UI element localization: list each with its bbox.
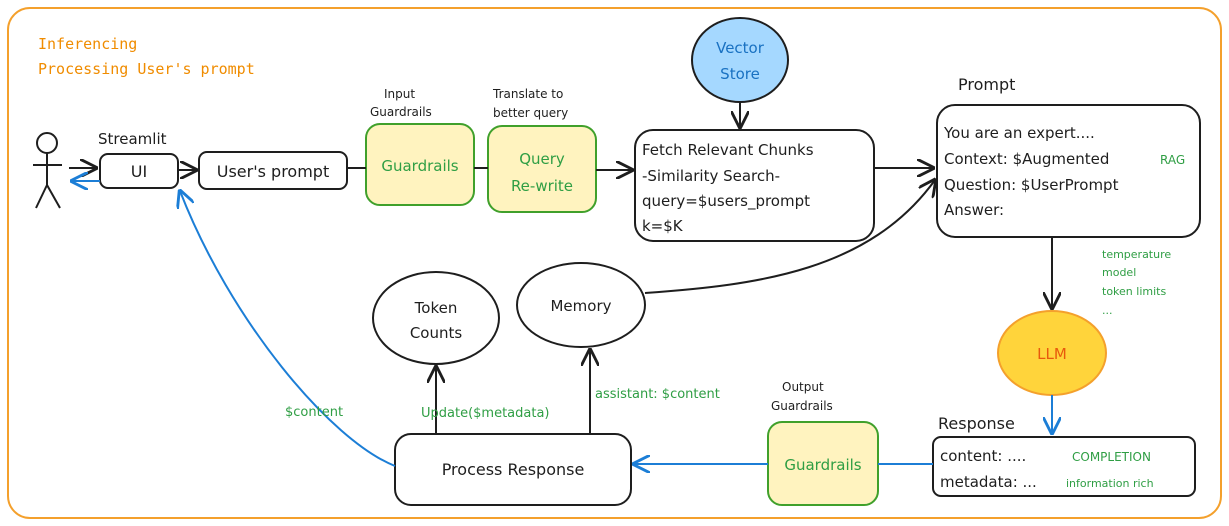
llm-param-temperature: temperature [1102, 248, 1171, 261]
process-response-label: Process Response [442, 460, 585, 479]
users-prompt-label: User's prompt [217, 162, 329, 181]
prompt-line-3: Question: $UserPrompt [944, 176, 1119, 194]
ui-label: UI [131, 162, 147, 181]
fetch-chunks-box[interactable] [634, 129, 875, 242]
fetch-line-1: Fetch Relevant Chunks [642, 141, 814, 159]
token-counts-label-2: Counts [410, 324, 463, 342]
edge-label-content: $content [285, 405, 343, 420]
title-line-1: Inferencing [38, 35, 137, 53]
fetch-line-3: query=$users_prompt [642, 192, 810, 211]
vector-store-node[interactable] [691, 17, 789, 103]
arrow-process-to-ui [180, 191, 396, 467]
process-response-box[interactable] [394, 433, 632, 506]
vector-store-label-1: Vector [716, 39, 765, 57]
query-rewrite-label-2: Re-write [511, 177, 573, 195]
arrow-memory-to-prompt [644, 180, 935, 294]
prompt-line-1: You are an expert.... [943, 124, 1095, 142]
memory-label: Memory [550, 297, 611, 315]
token-counts-label-1: Token [414, 299, 458, 317]
fetch-line-2: -Similarity Search- [642, 167, 780, 185]
prompt-header: Prompt [958, 75, 1015, 94]
fetch-line-4: k=$K [642, 217, 684, 235]
translate-caption-2: better query [493, 106, 568, 120]
llm-param-model: model [1102, 266, 1136, 279]
streamlit-label: Streamlit [98, 130, 167, 148]
prompt-box[interactable] [936, 104, 1201, 238]
response-metadata: metadata: ... [940, 473, 1037, 491]
input-guardrails-box[interactable] [365, 123, 475, 206]
llm-param-ellipsis: ... [1102, 304, 1113, 317]
llm-param-token-limits: token limits [1102, 285, 1166, 298]
output-guardrails-label: Guardrails [784, 456, 861, 474]
query-rewrite-label-1: Query [519, 150, 565, 168]
response-header: Response [938, 414, 1015, 433]
user-figure-icon [33, 132, 62, 209]
input-guardrails-caption-1: Input [384, 87, 415, 101]
input-guardrails-caption-2: Guardrails [370, 105, 432, 119]
response-content: content: .... [940, 447, 1026, 465]
title-line-2: Processing User's prompt [38, 60, 255, 78]
vector-store-label-2: Store [720, 65, 760, 83]
prompt-line-4: Answer: [944, 201, 1004, 219]
response-info-tag: information rich [1066, 477, 1154, 490]
translate-caption-1: Translate to [492, 87, 563, 101]
response-box[interactable] [932, 436, 1196, 497]
query-rewrite-box[interactable] [487, 125, 597, 213]
users-prompt-box[interactable] [198, 151, 348, 190]
token-counts-node[interactable] [372, 271, 500, 365]
output-guardrails-caption-2: Guardrails [771, 399, 833, 413]
output-guardrails-caption-1: Output [782, 380, 824, 394]
prompt-rag-tag: RAG [1160, 153, 1185, 167]
edge-label-update-metadata: Update($metadata) [421, 406, 550, 421]
llm-label: LLM [1037, 345, 1067, 363]
memory-node[interactable] [516, 262, 646, 348]
edge-label-assistant-content: assistant: $content [595, 387, 720, 402]
response-completion-tag: COMPLETION [1072, 450, 1151, 464]
input-guardrails-label: Guardrails [381, 157, 458, 175]
prompt-line-2: Context: $Augmented [944, 150, 1109, 168]
outer-frame [7, 7, 1222, 519]
